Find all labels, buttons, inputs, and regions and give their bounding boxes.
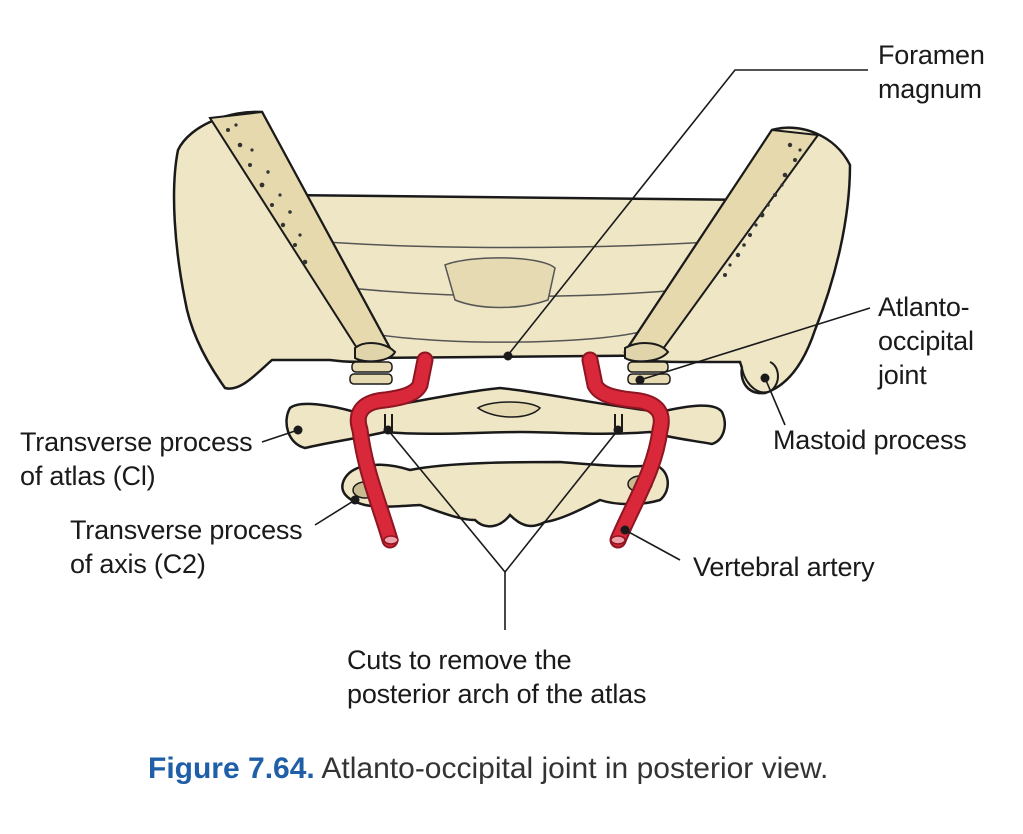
mastoid-process-shape [741,361,779,394]
right-occipital-wing [623,126,852,395]
foramen-magnum-rim [379,331,641,343]
left-vertebral-artery-fill [351,353,432,547]
axis-c2 [341,460,669,528]
left-atlanto-occipital-joint [349,361,393,385]
label-atlanto-occipital-joint: Atlanto- occipital joint [878,292,974,390]
leader-transverse-atlas [261,429,299,443]
left-wing-cancellous-dots [226,123,308,265]
leader-foramen-magnum [507,69,868,356]
atlas-posterior-tubercle [476,401,542,418]
leader-transverse-axis [314,499,356,526]
dot-vertebral-artery [620,525,630,535]
figure-caption: Figure 7.64. Atlanto-occipital joint in … [148,752,828,786]
occipital-contour [299,239,741,249]
leader-vertebral-artery [624,529,681,561]
dot-cut-right [613,425,623,435]
right-artery-cut-end [610,535,626,545]
leader-lines [261,69,871,630]
right-occipital-condyle [624,342,670,363]
figure-caption-text: Atlanto-occipital joint in posterior vie… [314,752,829,785]
label-mastoid-process: Mastoid process [773,425,967,455]
label-vertebral-artery: Vertebral artery [693,552,875,582]
label-transverse-process-axis: Transverse process of axis (C2) [70,515,303,579]
right-wing-cancellous-dots [723,142,802,277]
left-occipital-condyle [354,342,397,363]
dot-cut-left [383,425,393,435]
dot-transverse-atlas [293,425,303,435]
right-vertebral-artery-fill [583,353,668,547]
label-transverse-process-atlas: Transverse process of atlas (Cl) [20,427,253,491]
left-artery-cut-end [383,535,399,545]
external-occipital-protuberance [444,257,556,309]
leader-atlanto-occipital-joint [639,307,871,381]
dot-mastoid-process [760,373,770,383]
leader-cuts-left [387,429,506,573]
figure-number: Figure 7.64. [148,752,315,785]
leader-cuts-right [504,429,619,573]
label-foramen-magnum: Foramen magnum [878,40,985,104]
dot-transverse-axis [350,495,360,505]
dot-atlanto-occipital-joint [635,375,645,385]
leader-mastoid-process [764,377,786,426]
label-cuts: Cuts to remove the posterior arch of the… [347,645,647,709]
dot-foramen-magnum [503,351,513,361]
